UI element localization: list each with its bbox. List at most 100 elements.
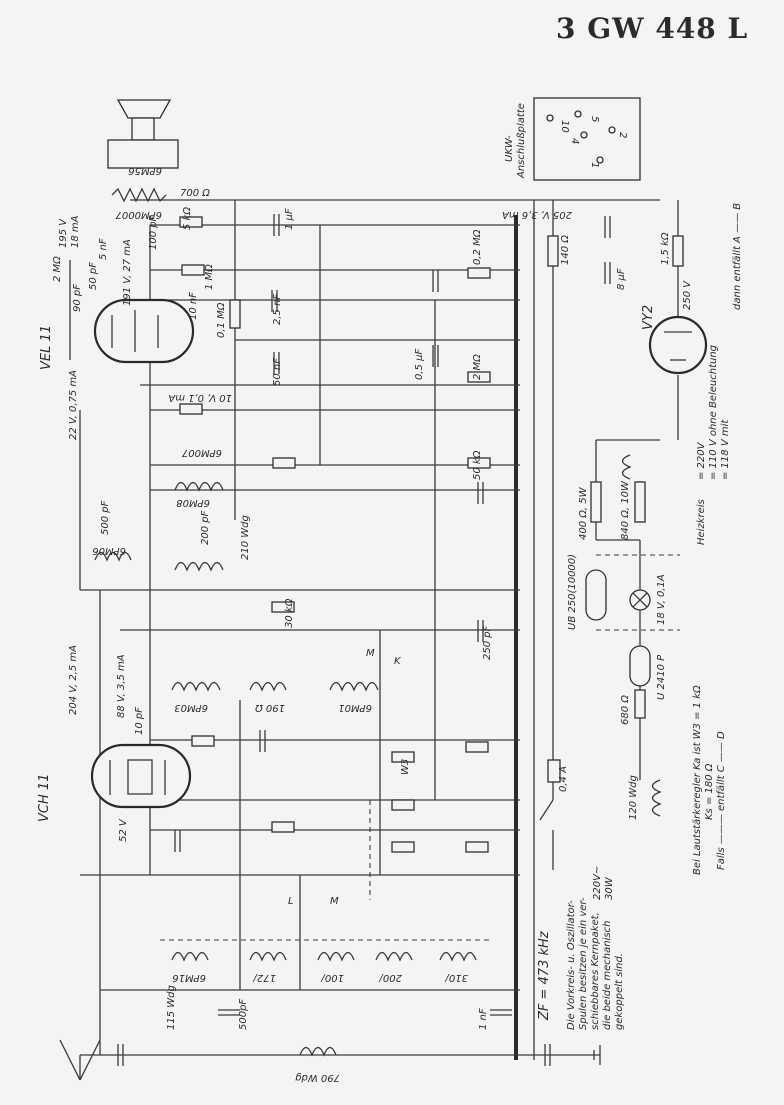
ukw-label-1: UKW- [504, 135, 515, 162]
resistor-01m [229, 299, 241, 329]
plate-pin-1: 1 [589, 162, 600, 168]
label-10pf: 10 pF [134, 707, 145, 735]
resistor-50k [467, 457, 491, 469]
label-04a: 0,4 A [558, 766, 569, 792]
coil-120wdg [651, 779, 662, 817]
heater-note-1v: = 220V [696, 441, 707, 480]
field-coil [111, 187, 167, 203]
resistor-840 [634, 481, 646, 523]
resistor-1m-b [179, 403, 203, 415]
label-10v: 10 V, 0,1 mA [168, 392, 232, 403]
label-22v: 22 V, 0,75 mA [68, 370, 79, 440]
label-coil-172: 172/ [252, 972, 276, 983]
label-l: L [288, 896, 294, 907]
label-250pf: 250 pF [482, 625, 493, 660]
tube-label-vy2: VY2 [641, 305, 656, 330]
plate-pin-5: 5 [589, 116, 600, 122]
capacitor-100pf [174, 830, 181, 852]
label-204v: 204 V, 2,5 mA [68, 645, 79, 715]
label-210wdg: 210 Wdg [240, 515, 251, 560]
plate-pin-2: 2 [617, 132, 628, 138]
capacitor-25nf [271, 290, 278, 312]
osc-note-4: die beide mechanisch [602, 921, 613, 1030]
capacitor-5nf-gnd [544, 1044, 551, 1066]
capacitor-10nf [432, 270, 439, 292]
resistor-400 [590, 481, 602, 523]
label-01m: 0,1 MΩ [216, 302, 227, 338]
label-k: K [394, 656, 402, 667]
zf-note: ZF = 473 kHz [537, 930, 552, 1021]
label-115wdg: 115 Wdg [166, 985, 177, 1030]
u2410p-resistor [629, 645, 651, 687]
plate-pin-4: 4 [569, 138, 580, 144]
osc-note-2: Spulen besitzen je ein ver- [578, 897, 589, 1030]
model-title: 3 GW 448 L [556, 12, 749, 45]
heater-note-1: Heizkreis [696, 499, 707, 545]
vy2-rectifier [648, 315, 708, 375]
label-coil-100: 100/ [320, 972, 344, 983]
ub250-resistor [585, 569, 607, 621]
label-200pf: 200 pF [200, 510, 211, 545]
plate-pin [580, 131, 588, 139]
resistor-680 [634, 689, 646, 719]
label-680: 680 Ω [620, 695, 631, 725]
loudness-note-1: Bei Lautstärkeregler Ka ist W3 = 1 kΩ [692, 685, 703, 875]
osc-note-1: Die Vorkreis- u. Oszillator- [566, 900, 577, 1030]
label-500pf: 500 pF [100, 500, 111, 535]
capacitor-50nf [273, 352, 280, 374]
capacitor-50nf-b [259, 730, 266, 752]
resistor-w3 [391, 751, 415, 763]
resistor-50k-e [465, 841, 489, 853]
plate-pin [574, 110, 582, 118]
label-ub250: UB 250(10000) [567, 554, 578, 630]
coil-210wdg [174, 561, 224, 572]
label-10nf: 10 nF [188, 292, 199, 320]
label-840: 840 Ω, 10W [620, 480, 631, 540]
label-100pf: 100 pF [148, 215, 159, 250]
heater-vel11 [621, 454, 632, 480]
coil-6pm03 [171, 681, 221, 692]
coil-190 [249, 681, 287, 692]
label-02m: 0,2 MΩ [472, 229, 483, 265]
resistor-02m [467, 267, 491, 279]
coil-172 [249, 951, 287, 962]
label-6pm08: 6PM08 [176, 497, 210, 508]
label-190: 190 Ω [255, 702, 285, 713]
label-1uf: 1 μF [284, 208, 295, 230]
label-w3: W3 [400, 759, 411, 775]
label-18ma: 18 mA [70, 215, 81, 248]
capacitor-top-uf [604, 216, 611, 238]
label-6pm06: 6PM06 [92, 545, 126, 556]
resistor-50k-d [391, 799, 415, 811]
resistor-2m-b [467, 371, 491, 383]
label-6pm007: 6PM007 [181, 447, 222, 458]
coil-6pm06 [94, 551, 132, 562]
capacitor-05uf-b [477, 482, 484, 504]
coil-6pm01 [329, 681, 379, 692]
plate-pin-10: 10 [559, 120, 570, 133]
osc-note-5: gekoppelt sind. [614, 953, 625, 1030]
fuse-04a [547, 759, 561, 783]
label-2m: 2 MΩ [52, 256, 63, 282]
resistor-2m [271, 821, 295, 833]
label-05uf: 0,5 μF [414, 349, 425, 380]
resistor-1m [181, 264, 205, 276]
ukw-label-2: Anschlußplatte [516, 103, 527, 179]
antenna-icon [59, 1039, 101, 1081]
resistor-50k-c [191, 735, 215, 747]
label-205v: 205 V, 3,6 mA [502, 209, 572, 220]
resistor-02m-b [272, 457, 296, 469]
label-6pm03: 6PM03 [174, 702, 208, 713]
capacitor-500pf [218, 1009, 240, 1016]
label-25nf: 2,5 nF [272, 294, 283, 325]
label-50k: 50 kΩ [472, 450, 483, 480]
capacitor-5nf-ant [117, 1044, 124, 1066]
label-90pf: 90 pF [72, 284, 83, 312]
coil-6pm08 [174, 481, 224, 492]
tube-label-vel11: VEL 11 [39, 325, 54, 370]
label-m: M [366, 648, 375, 659]
capacitor-8uf [604, 262, 611, 284]
label-140: 140 Ω [560, 235, 571, 265]
